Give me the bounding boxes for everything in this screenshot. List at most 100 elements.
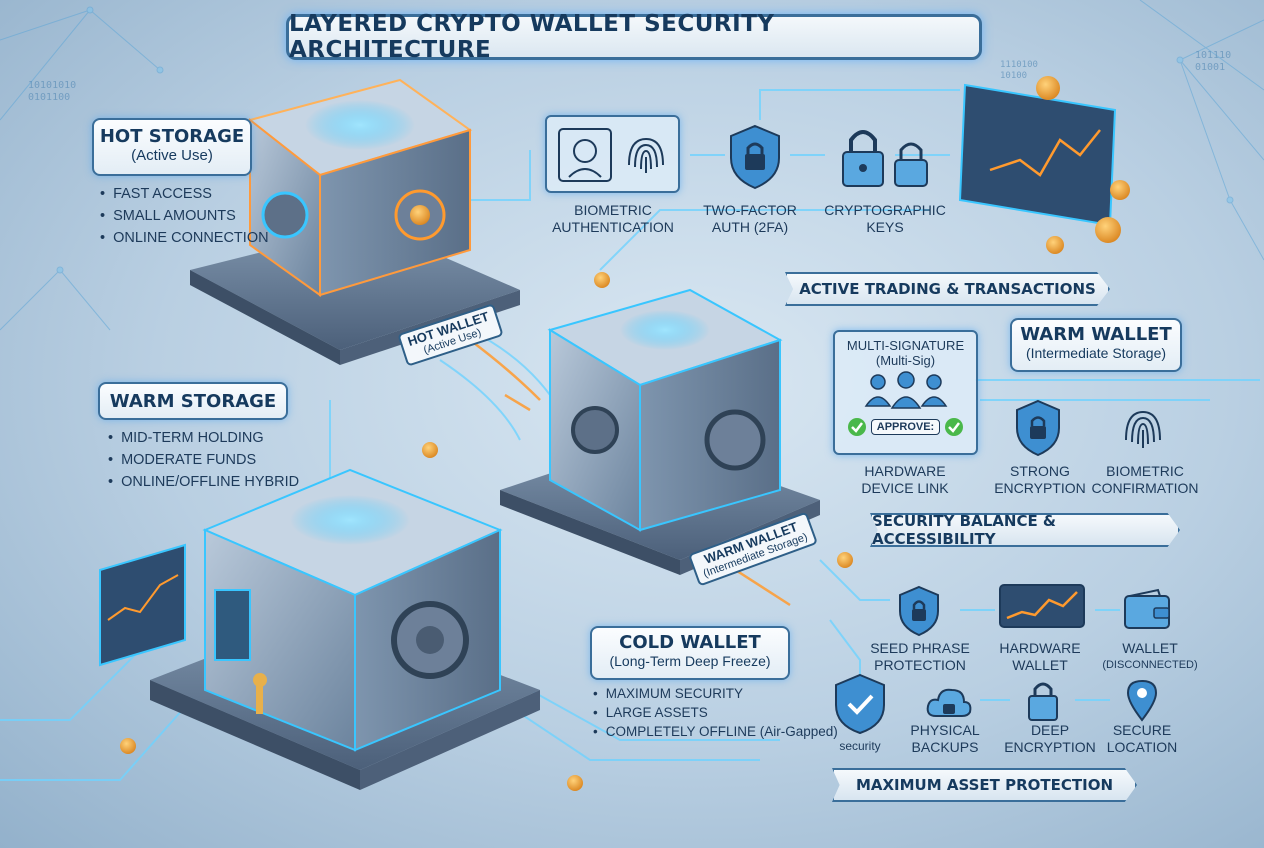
bullet-item: FAST ACCESS [100, 186, 269, 202]
caption-line: DEVICE LINK [861, 480, 949, 496]
bullet-item: ONLINE/OFFLINE HYBRID [108, 474, 299, 490]
cloud-lock-icon [926, 688, 972, 717]
wallet-icon [1124, 588, 1170, 629]
padlocks-icon [842, 130, 928, 187]
bullet-item: COMPLETELY OFFLINE (Air-Gapped) [593, 724, 838, 739]
binary-line: 01001 [1195, 62, 1226, 73]
bullet-item: ONLINE CONNECTION [100, 230, 269, 246]
fingerprint-icon [628, 137, 664, 173]
caption-line: SECURE [1112, 722, 1172, 738]
bullet-item: SMALL AMOUNTS [100, 208, 269, 224]
hot-storage-bullets: FAST ACCESS SMALL AMOUNTS ONLINE CONNECT… [100, 186, 269, 252]
caption-line: HARDWARE [864, 463, 946, 479]
network-pattern [0, 0, 1264, 331]
hot-feature-caption-keys: CRYPTOGRAPHIC KEYS [815, 202, 955, 236]
warm-wallet-safe-illustration [500, 288, 820, 575]
caption-line: ENCRYPTION [1004, 739, 1096, 755]
caption-line: (DISCONNECTED) [1102, 659, 1198, 671]
padlock-icon [1028, 682, 1058, 721]
warm-wallet-label: WARM WALLET (Intermediate Storage) [1010, 318, 1182, 372]
cold-wallet-title: COLD WALLET [619, 632, 761, 653]
caption-line: AUTHENTICATION [552, 219, 674, 235]
check-icon [945, 418, 964, 436]
binary-line: 10100 [1000, 71, 1028, 81]
binary-line: 101110 [1195, 50, 1232, 61]
warm-storage-bullets: MID-TERM HOLDING MODERATE FUNDS ONLINE/O… [108, 430, 299, 496]
caption-line: CRYPTOGRAPHIC [824, 202, 946, 218]
cold-feature-caption-seed: SEED PHRASE PROTECTION [860, 640, 980, 674]
caption-line: PROTECTION [874, 657, 966, 673]
caption-line: security [839, 739, 881, 753]
cold-feature-caption-wallet-disconnected: WALLET (DISCONNECTED) [1095, 640, 1205, 674]
caption-line: WALLET [1012, 657, 1068, 673]
shield-lock-icon [730, 124, 780, 190]
trading-dashboard-illustration [958, 83, 1117, 227]
caption-line: LOCATION [1106, 739, 1178, 755]
cold-wallet-label: COLD WALLET (Long-Term Deep Freeze) [590, 626, 790, 680]
multisig-title: MULTI-SIGNATURE [846, 338, 965, 353]
caption-line: ENCRYPTION [994, 480, 1086, 496]
caption-line: TWO-FACTOR [703, 202, 797, 218]
multisig-panel: MULTI-SIGNATURE (Multi-Sig) APPROVE: [833, 330, 978, 455]
warm-feature-caption-encryption: STRONG ENCRYPTION [985, 463, 1095, 497]
banner-active-trading: ACTIVE TRADING & TRANSACTIONS [785, 272, 1110, 306]
approve-label: APPROVE: [870, 419, 941, 435]
multisig-subtitle: (Multi-Sig) [875, 353, 936, 368]
binary-line: 10101010 [28, 80, 77, 91]
biometric-auth-panel [545, 115, 680, 193]
caption-line: HARDWARE [999, 640, 1081, 656]
bullet-item: MID-TERM HOLDING [108, 430, 299, 446]
hot-feature-caption-2fa: TWO-FACTOR AUTH (2FA) [690, 202, 810, 236]
warm-storage-label: WARM STORAGE [98, 382, 288, 420]
warm-feature-caption-biometric: BIOMETRIC CONFIRMATION [1085, 463, 1205, 497]
page-title: LAYERED CRYPTO WALLET SECURITY ARCHITECT… [286, 11, 982, 63]
caption-line: PHYSICAL [910, 722, 980, 738]
face-scan-icon [558, 128, 612, 182]
binary-line: 0101100 [28, 92, 71, 103]
bullet-item: MODERATE FUNDS [108, 452, 299, 468]
coins [120, 76, 1130, 791]
hot-storage-title: HOT STORAGE [99, 126, 245, 147]
cold-wallet-bullets: MAXIMUM SECURITY LARGE ASSETS COMPLETELY… [593, 686, 838, 743]
caption-line: WALLET [1122, 640, 1178, 656]
hot-feature-caption-biometric: BIOMETRIC AUTHENTICATION [548, 202, 678, 236]
cold-feature-caption-hardware-wallet: HARDWARE WALLET [985, 640, 1095, 674]
caption-line: BACKUPS [911, 739, 979, 755]
check-icon [847, 418, 866, 436]
binary-decoration: 10101010 0101100 [28, 80, 76, 104]
hot-storage-label: HOT STORAGE (Active Use) [92, 118, 252, 176]
caption-line: KEYS [866, 219, 904, 235]
caption-line: DEEP [1030, 722, 1070, 738]
cold-feature-caption-backups: PHYSICAL BACKUPS [895, 722, 995, 756]
hardware-wallet-icon [999, 584, 1085, 628]
warm-wallet-subtitle: (Intermediate Storage) [1025, 345, 1167, 361]
banner-maximum-protection: MAXIMUM ASSET PROTECTION [832, 768, 1137, 802]
shield-check-icon [835, 673, 885, 735]
bullet-item: MAXIMUM SECURITY [593, 686, 838, 701]
fingerprint-icon [1125, 410, 1161, 448]
hot-wallet-safe-illustration [190, 78, 520, 365]
caption-line: BIOMETRIC [574, 202, 652, 218]
binary-decoration: 1110100 10100 [1000, 60, 1038, 82]
bullet-item: LARGE ASSETS [593, 705, 838, 720]
binary-line: 1110100 [1000, 60, 1038, 70]
warm-feature-caption-hardware: HARDWARE DEVICE LINK [845, 463, 965, 497]
binary-decoration: 101110 01001 [1195, 50, 1231, 74]
caption-line: SEED PHRASE [870, 640, 970, 656]
caption-line: AUTH (2FA) [711, 219, 789, 235]
hot-storage-subtitle: (Active Use) [131, 147, 213, 164]
cold-feature-caption-security: security [820, 738, 900, 755]
shield-lock-icon [899, 585, 939, 637]
caption-line: BIOMETRIC [1106, 463, 1184, 479]
cold-wallet-subtitle: (Long-Term Deep Freeze) [609, 653, 771, 669]
shield-lock-icon [1016, 399, 1060, 457]
users-group-icon [864, 371, 947, 409]
cold-feature-caption-deep-encryption: DEEP ENCRYPTION [1000, 722, 1100, 756]
cold-feature-caption-secure-location: SECURE LOCATION [1092, 722, 1192, 756]
banner-security-balance: SECURITY BALANCE & ACCESSIBILITY [870, 513, 1180, 547]
caption-line: CONFIRMATION [1091, 480, 1199, 496]
left-dashboard-illustration [99, 543, 186, 667]
warm-storage-title: WARM STORAGE [109, 391, 277, 412]
warm-wallet-title: WARM WALLET [1020, 324, 1172, 345]
